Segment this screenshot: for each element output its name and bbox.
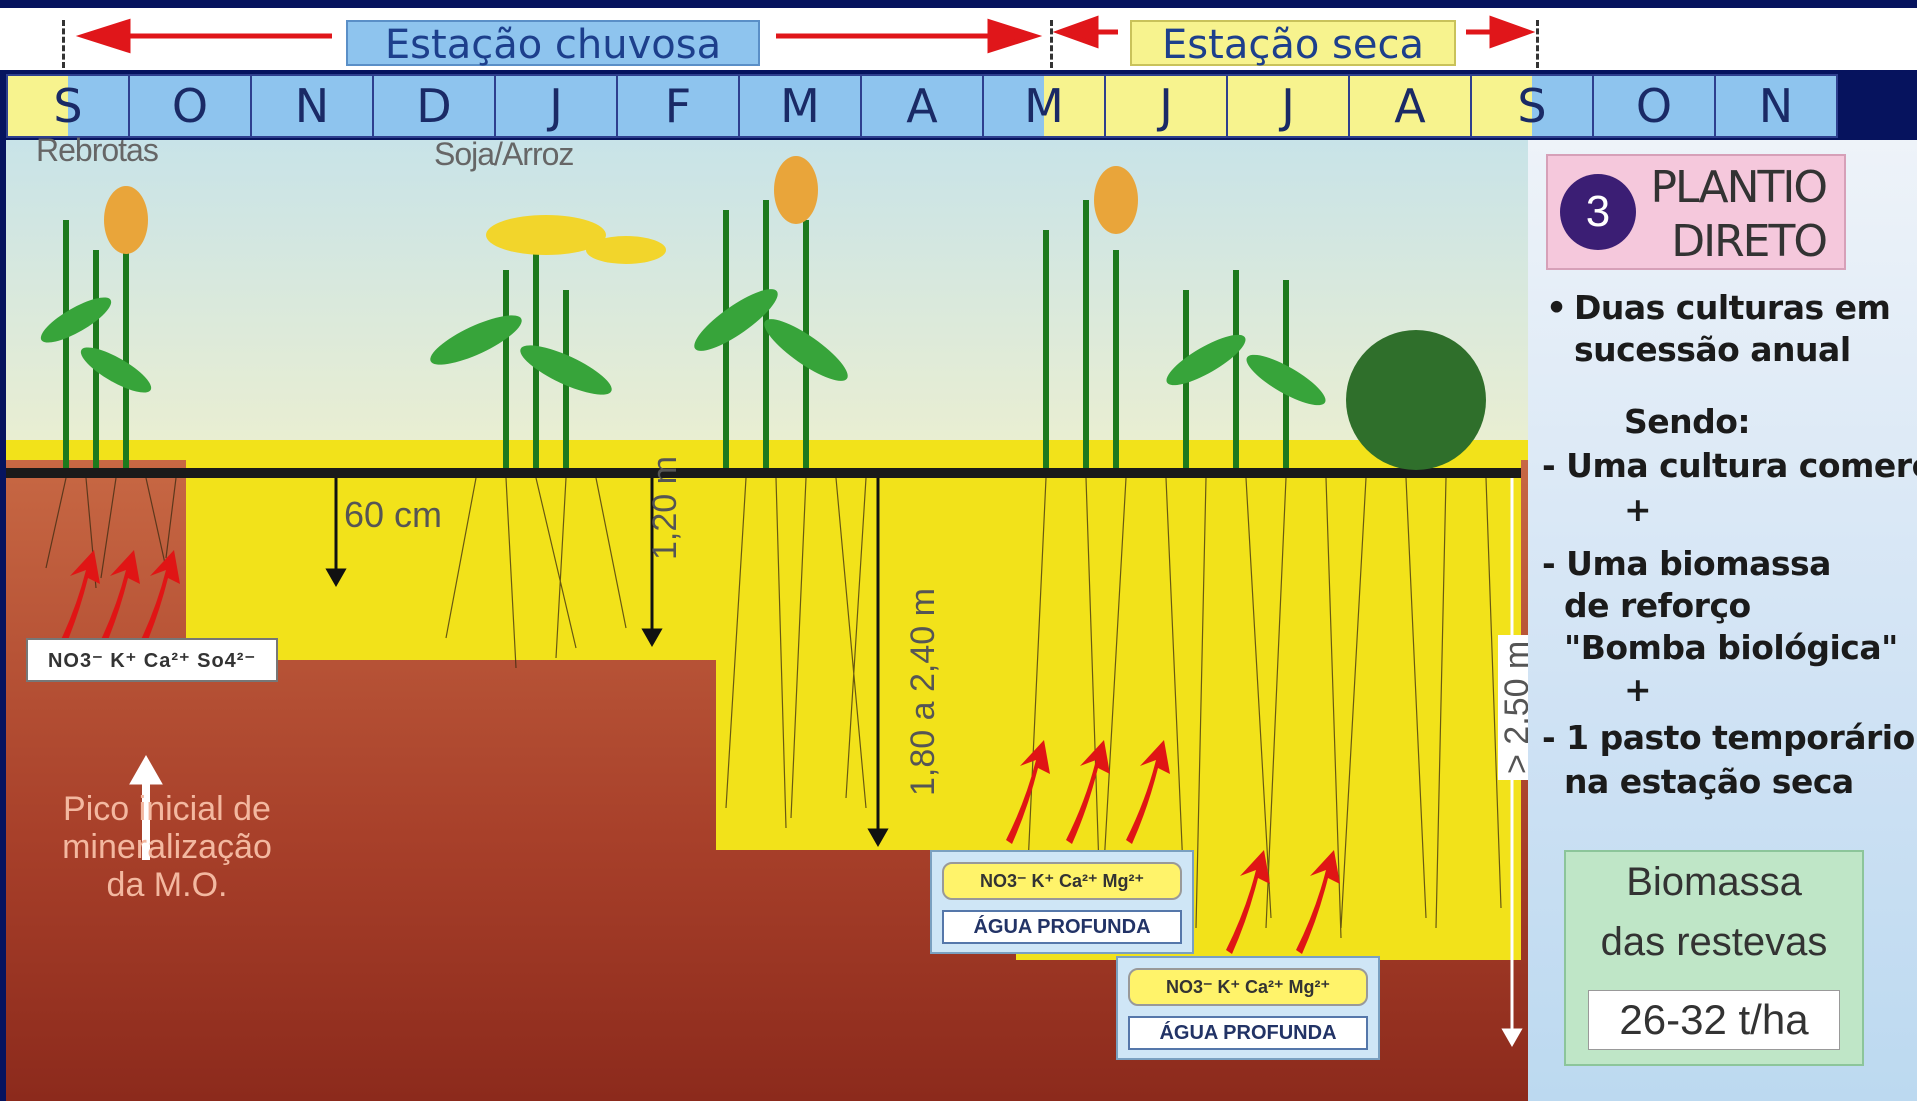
month-cell: J bbox=[1228, 76, 1350, 136]
mineralization-label: Pico inicial de mineralização da M.O. bbox=[32, 790, 302, 904]
month-cell: N bbox=[252, 76, 374, 136]
month-cell: M bbox=[740, 76, 862, 136]
month-cell: F bbox=[618, 76, 740, 136]
biomass-title-line-2: das restevas bbox=[1566, 920, 1862, 965]
nutrient-panel-deep: NO3⁻ K⁺ Ca²⁺ Mg²⁺ ÁGUA PROFUNDA bbox=[1116, 956, 1380, 1060]
month-cell: O bbox=[130, 76, 252, 136]
season-arrows bbox=[0, 8, 1917, 70]
nutrient-panel-middle-ions: NO3⁻ K⁺ Ca²⁺ Mg²⁺ bbox=[942, 862, 1182, 900]
item-commercial-crop: - Uma cultura comercial bbox=[1542, 446, 1917, 485]
regrowth-label: Rebrotas bbox=[36, 132, 158, 169]
plus-sign-2: + bbox=[1624, 670, 1651, 709]
dry-season-label: Estação seca bbox=[1130, 20, 1456, 66]
month-cell: O bbox=[1594, 76, 1716, 136]
nutrient-box-left: NO3⁻ K⁺ Ca²⁺ So4²⁻ bbox=[26, 638, 278, 682]
yellow-layer-shallow bbox=[186, 460, 716, 660]
mineralization-line-3: da M.O. bbox=[32, 866, 302, 904]
system-title-box: 3 PLANTIO DIRETO bbox=[1546, 154, 1846, 270]
mineralization-line-2: mineralização bbox=[32, 828, 302, 866]
deep-water-label-deep: ÁGUA PROFUNDA bbox=[1128, 1016, 1368, 1050]
season-divider-left bbox=[62, 20, 65, 68]
system-number-badge: 3 bbox=[1560, 174, 1636, 250]
item-biomass-line-1: - Uma biomassa bbox=[1542, 544, 1831, 583]
soil-profile-diagram: Rebrotas Soja/Arroz 60 cm 1,20 m 1,80 a … bbox=[6, 140, 1528, 1101]
depth-180-240-label: 1,80 a 2,40 m bbox=[904, 588, 943, 796]
summary-line-2: sucessão anual bbox=[1574, 330, 1851, 369]
plus-sign-1: + bbox=[1624, 490, 1651, 529]
season-header: Estação chuvosa Estação seca bbox=[0, 8, 1917, 70]
season-divider-middle bbox=[1050, 20, 1053, 68]
legend-sidebar: 3 PLANTIO DIRETO • Duas culturas em suce… bbox=[1528, 140, 1917, 1101]
month-cell: J bbox=[1106, 76, 1228, 136]
month-cell: N bbox=[1716, 76, 1836, 136]
soil-surface-line bbox=[6, 468, 1521, 478]
season-divider-right bbox=[1536, 20, 1539, 68]
item-biomass-line-3: "Bomba biológica" bbox=[1564, 628, 1898, 667]
bullet-marker: • bbox=[1546, 288, 1567, 327]
sendo-label: Sendo: bbox=[1624, 402, 1750, 441]
biomass-box: Biomassa das restevas 26-32 t/ha bbox=[1564, 850, 1864, 1066]
yellow-layer-mid bbox=[716, 460, 1016, 850]
depth-120-label: 1,20 m bbox=[646, 456, 685, 560]
month-cell: A bbox=[862, 76, 984, 136]
item-biomass-line-2: de reforço bbox=[1564, 586, 1751, 625]
month-cell: S bbox=[1472, 76, 1594, 136]
item-pasture-line-2: na estação seca bbox=[1564, 762, 1854, 801]
biomass-value: 26-32 t/ha bbox=[1588, 990, 1840, 1050]
month-cell: A bbox=[1350, 76, 1472, 136]
deep-water-label-middle: ÁGUA PROFUNDA bbox=[942, 910, 1182, 944]
month-cell: D bbox=[374, 76, 496, 136]
system-name-line-2: DIRETO bbox=[1671, 216, 1826, 267]
month-cell: M bbox=[984, 76, 1106, 136]
month-cell: J bbox=[496, 76, 618, 136]
month-cell: S bbox=[8, 76, 130, 136]
depth-60-label: 60 cm bbox=[344, 494, 442, 536]
nutrient-panel-middle: NO3⁻ K⁺ Ca²⁺ Mg²⁺ ÁGUA PROFUNDA bbox=[930, 850, 1194, 954]
system-name-line-1: PLANTIO bbox=[1650, 162, 1826, 213]
soy-rice-label: Soja/Arroz bbox=[434, 136, 573, 173]
nutrient-panel-deep-ions: NO3⁻ K⁺ Ca²⁺ Mg²⁺ bbox=[1128, 968, 1368, 1006]
mineralization-line-1: Pico inicial de bbox=[32, 790, 302, 828]
summary-line-1: Duas culturas em bbox=[1574, 288, 1890, 327]
item-pasture-line-1: - 1 pasto temporário bbox=[1542, 718, 1915, 757]
rainy-season-label: Estação chuvosa bbox=[346, 20, 760, 66]
biomass-title-line-1: Biomassa bbox=[1566, 860, 1862, 905]
